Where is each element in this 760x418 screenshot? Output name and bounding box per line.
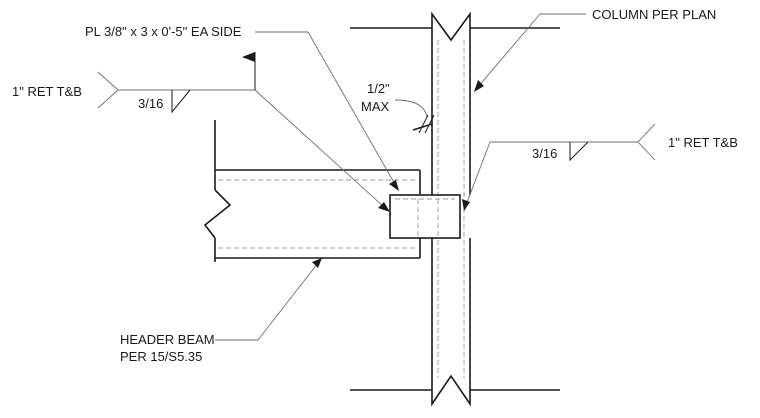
column <box>350 11 560 407</box>
weld-left-note: 1" RET T&B <box>12 84 82 99</box>
arrowhead-icon <box>312 258 322 268</box>
arrowhead-icon <box>378 202 390 212</box>
arrowhead-icon <box>474 80 484 92</box>
arrowhead-icon <box>389 180 399 191</box>
weld-symbol-right <box>462 123 656 211</box>
column-callout-leader <box>474 13 586 92</box>
connection-plate <box>389 194 461 239</box>
plate-callout-leader <box>255 31 399 191</box>
weld-symbol-left <box>97 52 390 212</box>
header-beam <box>203 120 421 262</box>
arrowhead-icon <box>462 199 470 211</box>
beam-callout-line-2: PER 15/S5.35 <box>120 349 202 364</box>
fillet-weld-icon <box>569 141 589 162</box>
beam-callout-line-1: HEADER BEAM <box>120 332 215 347</box>
gap-value: 1/2" <box>367 81 390 96</box>
fillet-weld-icon <box>171 89 191 114</box>
column-callout-label: COLUMN PER PLAN <box>592 7 716 22</box>
gap-dimension <box>394 99 435 134</box>
column-bottom-break <box>431 374 471 407</box>
weld-right-size: 3/16 <box>532 146 557 161</box>
beam-callout-leader <box>215 258 322 341</box>
weld-right-note: 1" RET T&B <box>668 135 738 150</box>
weld-left-size: 3/16 <box>138 96 163 111</box>
beam-break <box>203 189 232 239</box>
column-top-break <box>431 11 471 42</box>
flag-icon <box>242 52 255 62</box>
gap-max: MAX <box>361 99 390 114</box>
plate-callout-label: PL 3/8" x 3 x 0'-5" EA SIDE <box>85 24 242 39</box>
